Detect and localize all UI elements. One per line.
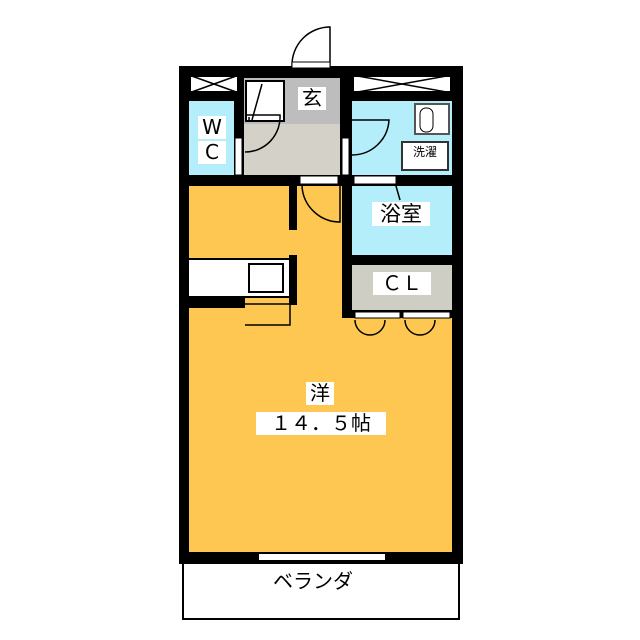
western-room-lower: [189, 318, 452, 552]
balcony-window: [258, 553, 386, 561]
western-room-size: １４．５帖: [256, 412, 386, 435]
western-room-label: 洋: [306, 382, 334, 405]
kitchen-sink: [248, 263, 284, 293]
kitchen-pillar: [289, 255, 297, 305]
balcony-label: ベランダ: [258, 570, 368, 593]
closet-label: ＣＬ: [373, 272, 431, 295]
laundry-label: 洗濯: [405, 145, 445, 160]
entrance-label: 玄: [298, 87, 326, 110]
toilet-label-w: W: [198, 116, 226, 139]
toilet-label-c: C: [198, 141, 226, 164]
kitchen-wall: [189, 298, 245, 308]
partition-wall: [289, 186, 297, 230]
bath-label: 浴室: [372, 202, 430, 227]
